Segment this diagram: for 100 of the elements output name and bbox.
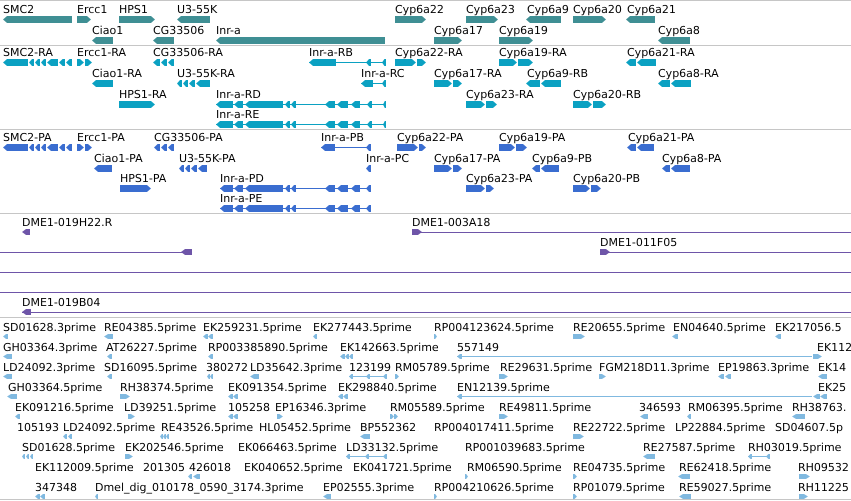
feature-label: RM06395.5prime (688, 400, 783, 414)
feature-label: EK277443.5prime (313, 320, 412, 334)
feature-label: Cyp6a9-RB (527, 66, 588, 80)
feature-label: 380272 (206, 360, 248, 374)
feature-label: Inr-a-PC (366, 152, 410, 164)
feature-label: Inr-a-RC (361, 66, 404, 80)
feature-label: EK14 (818, 360, 846, 374)
feature-label: Cyp6a17 (434, 24, 483, 36)
feature-label: Ciao1-PA (94, 152, 143, 164)
feature-label: Inr-a-RD (216, 88, 261, 100)
feature-label: EK112009.5prime (35, 460, 134, 474)
feature-label: RP003385890.5prime (208, 340, 328, 354)
feature-label: Ercc1-PA (77, 130, 125, 144)
feature-label: EK25 (818, 380, 846, 394)
feature-label: LP22884.5prime (675, 420, 766, 434)
feature-label: Cyp6a23 (466, 2, 515, 16)
feature-label: Cyp6a9 (527, 2, 569, 16)
feature-label: RP001039683.5prime (465, 440, 585, 454)
feature-label: RE27587.5prime (643, 440, 736, 454)
feature-label: EK091354.5prime (228, 380, 327, 394)
feature-label: Cyp6a19-PA (499, 130, 566, 144)
feature-label: RE62418.5prime (679, 460, 772, 474)
feature-label: RH11225 (798, 480, 849, 494)
feature-label: RE49811.5prime (499, 400, 592, 414)
feature-label: Inr-a-RE (216, 108, 260, 120)
feature-label: LD24092.5prime (63, 420, 156, 434)
feature-label: GH03364.5prime (8, 380, 102, 394)
feature-label: EK091216.5prime (15, 400, 114, 414)
feature-label: Cyp6a8-RA (658, 66, 719, 80)
feature-label: EK298840.5prime (338, 380, 437, 394)
feature-label: 347348 (35, 480, 77, 494)
feature-label: EP16346.3prime (275, 400, 366, 414)
feature-label: 201305 (143, 460, 185, 474)
feature-label: RP004017411.5prime (434, 420, 554, 434)
feature-label: 557149 (457, 340, 499, 354)
feature-label: 426018 (189, 460, 231, 474)
feature-label: Ercc1-RA (77, 46, 126, 58)
feature-label: U3-55K (177, 2, 218, 16)
feature-label: Cyp6a20-RB (573, 88, 642, 100)
feature-label: RH38763. (792, 400, 846, 414)
feature-label: Cyp6a20-PB (573, 172, 640, 184)
feature-label: DME1-003A18 (412, 216, 490, 229)
feature-label: RH38374.5prime (120, 380, 214, 394)
feature-label: Inr-a-PE (220, 192, 262, 204)
feature-label: RP004210626.5prime (434, 480, 554, 494)
feature-label: RP004123624.5prime (434, 320, 554, 334)
feature-label: AT26227.5prime (106, 340, 197, 354)
feature-label: EN12139.5prime (457, 380, 550, 394)
feature-label: Inr-a (216, 24, 241, 36)
feature-label: Cyp6a8-PA (662, 152, 722, 164)
feature-label: EP02555.3prime (323, 480, 414, 494)
feature-label: CG33506-PA (154, 130, 223, 144)
feature-label: EK217056.5 (775, 320, 842, 334)
feature-label: CG33506 (153, 24, 204, 36)
feature-label: SD01628.5prime (22, 440, 115, 454)
feature-label: HPS1-RA (119, 88, 167, 100)
feature-label: SD04607.5p (775, 420, 843, 434)
feature-label: HL05452.5prime (259, 420, 351, 434)
feature-label: RM05589.5prime (390, 400, 485, 414)
feature-label: HPS1 (119, 2, 148, 16)
feature-label: Cyp6a9-PB (532, 152, 592, 164)
feature-label: BP552362 (360, 420, 416, 434)
feature-label: EK040652.5prime (244, 460, 343, 474)
feature-label: SD01628.3prime (3, 320, 96, 334)
feature-label: RE22722.5prime (573, 420, 666, 434)
feature-label: Cyp6a20 (573, 2, 622, 16)
feature-label: EK041721.5prime (353, 460, 452, 474)
feature-label: Cyp6a19 (499, 24, 548, 36)
feature-label: Cyp6a21-PA (628, 130, 694, 144)
feature-label: 105193 (17, 420, 59, 434)
feature-label: EK259231.5prime (203, 320, 302, 334)
feature-label: Ercc1 (77, 2, 108, 16)
feature-label: U3-55K-PA (179, 152, 236, 164)
feature-label: Dmel_dig_010178_0590_3174.3prime (95, 480, 304, 494)
feature-label: LD39251.5prime (124, 400, 216, 414)
feature-label: Cyp6a19-RA (499, 46, 567, 58)
feature-label: DME1-019H22.R (22, 216, 112, 229)
feature-label: HPS1-PA (120, 172, 166, 184)
feature-label: Inr-a-PD (220, 172, 264, 184)
feature-label: DME1-011F05 (600, 236, 678, 249)
feature-label: Ciao1 (92, 24, 124, 36)
feature-label: Cyp6a22-PA (397, 130, 464, 144)
feature-label: Ciao1-RA (92, 66, 142, 80)
feature-label: RM05789.5prime (395, 360, 490, 374)
feature-label: Cyp6a22 (395, 2, 444, 16)
feature-label: SMC2 (3, 2, 34, 16)
feature-label: CG33506-RA (153, 46, 223, 58)
feature-label: LD24092.3prime (3, 360, 96, 374)
feature-label: RE04385.5prime (104, 320, 196, 334)
feature-label: SD16095.5prime (104, 360, 197, 374)
feature-label: EP19863.3prime (718, 360, 810, 374)
feature-label: RE04735.5prime (573, 460, 666, 474)
feature-label: EK202546.5prime (125, 440, 224, 454)
feature-label: DME1-019B04 (22, 296, 100, 309)
feature-label: Inr-a-RB (309, 46, 353, 58)
feature-label: RP01079.5prime (573, 480, 665, 494)
feature-label: Cyp6a8 (658, 24, 700, 36)
feature-label: Cyp6a21-RA (627, 46, 695, 58)
feature-label: RM06590.5prime (467, 460, 562, 474)
feature-label: 346593 (639, 400, 681, 414)
